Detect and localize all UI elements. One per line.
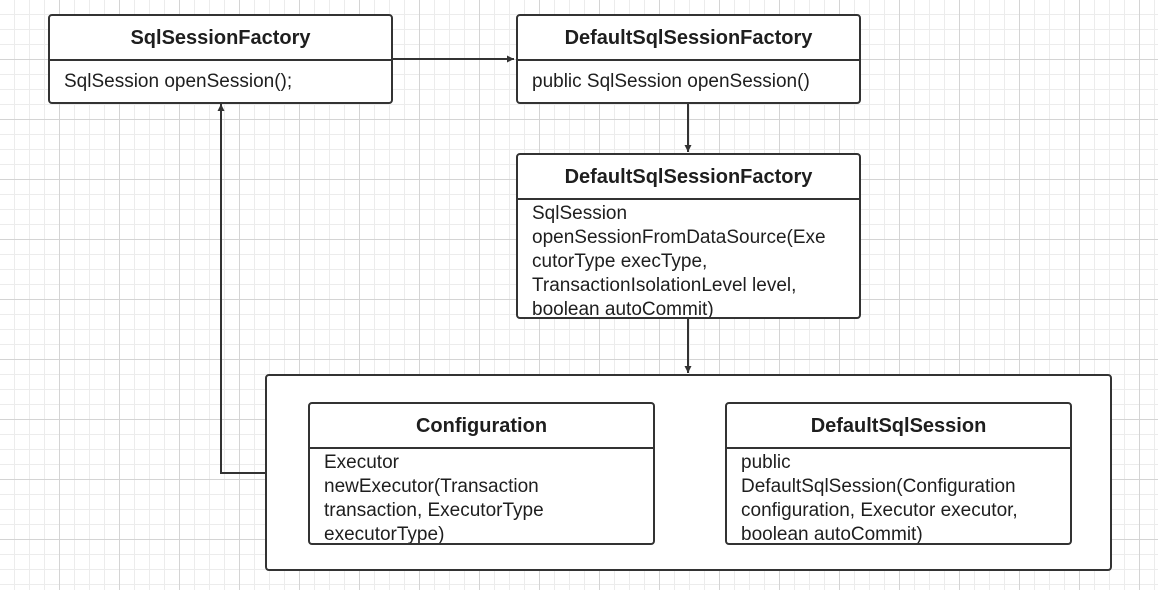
class-members: public DefaultSqlSession(Configuration c… (727, 449, 1070, 545)
class-method-line: openSessionFromDataSource(Exe (532, 227, 826, 248)
class-method: SqlSession openSession(); (64, 71, 293, 92)
class-name: DefaultSqlSessionFactory (518, 155, 859, 200)
class-method-line: boolean autoCommit) (741, 524, 923, 545)
class-method-line: cutorType execType, (532, 251, 708, 272)
class-method-line: TransactionIsolationLevel level, (532, 275, 797, 296)
class-sql-session-factory[interactable]: SqlSessionFactory SqlSession openSession… (48, 14, 393, 104)
class-members: Executor newExecutor(Transaction transac… (310, 449, 653, 545)
class-name: DefaultSqlSessionFactory (518, 16, 859, 61)
class-method-line: executorType) (324, 524, 445, 545)
class-members: SqlSession openSessionFromDataSource(Exe… (518, 200, 859, 319)
class-method-line: boolean autoCommit) (532, 299, 714, 319)
class-method-line: Executor (324, 452, 399, 473)
class-method-line: DefaultSqlSession(Configuration (741, 476, 1016, 497)
class-name: Configuration (310, 404, 653, 449)
class-method-line: SqlSession (532, 203, 628, 224)
class-configuration[interactable]: Configuration Executor newExecutor(Trans… (308, 402, 655, 545)
class-method: public SqlSession openSession() (532, 71, 810, 92)
class-default-sql-session-factory-open-session[interactable]: DefaultSqlSessionFactory public SqlSessi… (516, 14, 861, 104)
class-method-line: configuration, Executor executor, (741, 500, 1018, 521)
class-method-line: public (741, 452, 791, 473)
class-method-line: transaction, ExecutorType (324, 500, 544, 521)
class-members: public SqlSession openSession() (518, 61, 859, 94)
class-method-line: newExecutor(Transaction (324, 476, 539, 497)
class-name: DefaultSqlSession (727, 404, 1070, 449)
class-default-sql-session-factory-datasource[interactable]: DefaultSqlSessionFactory SqlSession open… (516, 153, 861, 319)
arrow-container-to-factory (217, 104, 265, 474)
class-name: SqlSessionFactory (50, 16, 391, 61)
class-default-sql-session[interactable]: DefaultSqlSession public DefaultSqlSessi… (725, 402, 1072, 545)
class-members: SqlSession openSession(); (50, 61, 391, 94)
